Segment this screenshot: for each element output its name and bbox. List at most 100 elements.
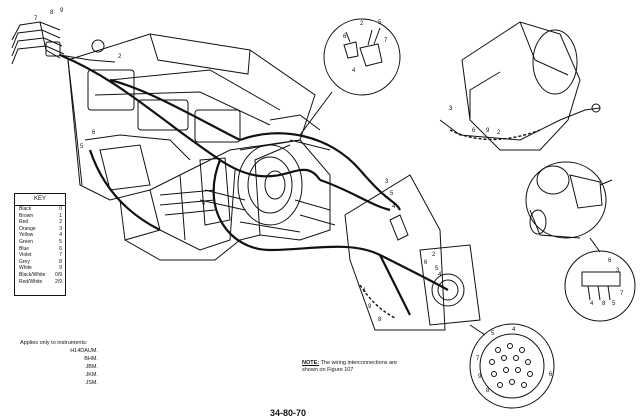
key-row: Violet 7 — [15, 252, 65, 259]
callout-connector-face: 6 — [549, 372, 553, 378]
terminal-detail-circle — [564, 237, 636, 322]
key-code: 5 — [59, 238, 62, 245]
connector-face-circle — [469, 323, 555, 409]
key-title: KEY — [15, 194, 65, 206]
key-row: Black 0 — [15, 206, 65, 213]
callout-center-block: 5 — [390, 191, 394, 197]
key-color: Yellow — [19, 232, 34, 239]
key-code: 9 — [59, 265, 62, 272]
key-color: Brown — [19, 212, 34, 219]
wiring-note: NOTE: The wiring interconnections are sh… — [302, 360, 414, 374]
instrument-code: BHM. — [84, 356, 98, 362]
key-color: Grey — [19, 258, 30, 265]
callout-detail-right: 7 — [620, 291, 624, 297]
callout-plug-top: 4 — [352, 68, 356, 74]
key-code: 6 — [59, 245, 62, 252]
key-code: 2 — [59, 219, 62, 226]
key-row: Red/White 2/9 — [15, 279, 65, 286]
key-color: Blue — [19, 245, 30, 252]
plug-detail-circle — [299, 18, 401, 136]
callout-upper-right: 9 — [486, 128, 490, 134]
callout-lower-panel: 8 — [378, 317, 382, 323]
callout-center-block: 4 — [392, 204, 396, 210]
callout-panel-connector: 4 — [438, 272, 442, 278]
callout-panel-connector: 5 — [435, 266, 439, 272]
key-code: 0/9 — [55, 271, 62, 278]
instrument-code: JBM. — [85, 364, 98, 370]
left-harness — [11, 21, 116, 65]
callout-panel-connector: 6 — [424, 260, 428, 266]
callout-plug-top: 7 — [384, 38, 388, 44]
key-color: Orange — [19, 225, 36, 232]
key-row: Blue 6 — [15, 246, 65, 253]
key-row: Red 2 — [15, 219, 65, 226]
motor-unit — [525, 161, 613, 239]
callout-plug-top: 5 — [378, 20, 382, 26]
key-row: Grey 8 — [15, 259, 65, 266]
key-code: 1 — [59, 212, 62, 219]
callout-connector-face: 9 — [478, 374, 482, 380]
key-color: White — [19, 265, 32, 272]
drum-assembly — [237, 139, 303, 233]
right-wiring-lead — [449, 129, 541, 141]
key-code: 2/9 — [55, 278, 62, 285]
instrument-code: JKM. — [85, 372, 98, 378]
key-color: Red/White — [19, 278, 43, 285]
callout-left-switch: 6 — [92, 130, 96, 136]
key-code: 7 — [59, 252, 62, 259]
key-row: Green 5 — [15, 239, 65, 246]
key-color: Black/White — [19, 271, 46, 278]
mounting-rods — [199, 139, 336, 226]
instrument-list: H14DAUM. BHM. JBM. JKM. JSM. — [20, 347, 100, 387]
key-row: Black/White 0/9 — [15, 272, 65, 279]
key-color: Black — [19, 206, 32, 212]
callout-left-harness: 9 — [60, 8, 64, 14]
key-code: 8 — [59, 258, 62, 265]
callout-left-harness: 2 — [118, 54, 122, 60]
callout-upper-right: 3 — [449, 106, 453, 112]
callout-left-harness: 7 — [34, 16, 38, 22]
note-label: NOTE: — [302, 360, 320, 366]
key-code: 0 — [59, 206, 62, 212]
callout-panel-connector: 2 — [432, 252, 436, 258]
key-row: Yellow 4 — [15, 232, 65, 239]
callout-center-block: 0 — [202, 201, 206, 207]
wiring-runs — [59, 53, 449, 316]
upper-right-unit — [439, 21, 601, 151]
instrument-code: H14DAUM. — [70, 348, 98, 354]
callout-connector-face: 4 — [512, 327, 516, 333]
callout-plug-top: 6 — [343, 34, 347, 40]
applies-heading: Applies only to instruments: — [20, 340, 88, 346]
callout-plug-top: 2 — [360, 21, 364, 27]
callout-lower-panel: 1 — [363, 288, 367, 294]
callout-detail-right: 6 — [608, 258, 612, 264]
callout-detail-right: 4 — [590, 301, 594, 307]
airframe-body — [67, 33, 331, 261]
key-code: 4 — [59, 232, 62, 239]
page-reference: 34-80-70 — [270, 408, 307, 418]
key-color: Violet — [19, 252, 32, 259]
callout-detail-right: 8 — [602, 301, 606, 307]
key-row: Orange 3 — [15, 226, 65, 233]
callout-upper-right: 2 — [497, 130, 501, 136]
key-row: White 9 — [15, 265, 65, 272]
key-row: Brown 1 — [15, 213, 65, 220]
mounting-panel — [344, 174, 481, 331]
callout-connector-face: 7 — [476, 356, 480, 362]
callout-connector-face: 8 — [486, 388, 490, 394]
callout-lower-panel: 9 — [368, 304, 372, 310]
instrument-code: JSM. — [85, 380, 98, 386]
key-color: Green — [19, 238, 33, 245]
callout-left-harness: 8 — [50, 10, 54, 16]
callout-connector-face: 5 — [491, 331, 495, 337]
callout-upper-right: 6 — [472, 128, 476, 134]
callout-left-switch: 5 — [80, 144, 84, 150]
key-color: Red — [19, 219, 29, 226]
callout-center-block: 3 — [385, 179, 389, 185]
callout-detail-right: 5 — [612, 301, 616, 307]
applies-to-instruments: Applies only to instruments: H14DAUM. BHM… — [20, 339, 100, 387]
key-code: 3 — [59, 225, 62, 232]
